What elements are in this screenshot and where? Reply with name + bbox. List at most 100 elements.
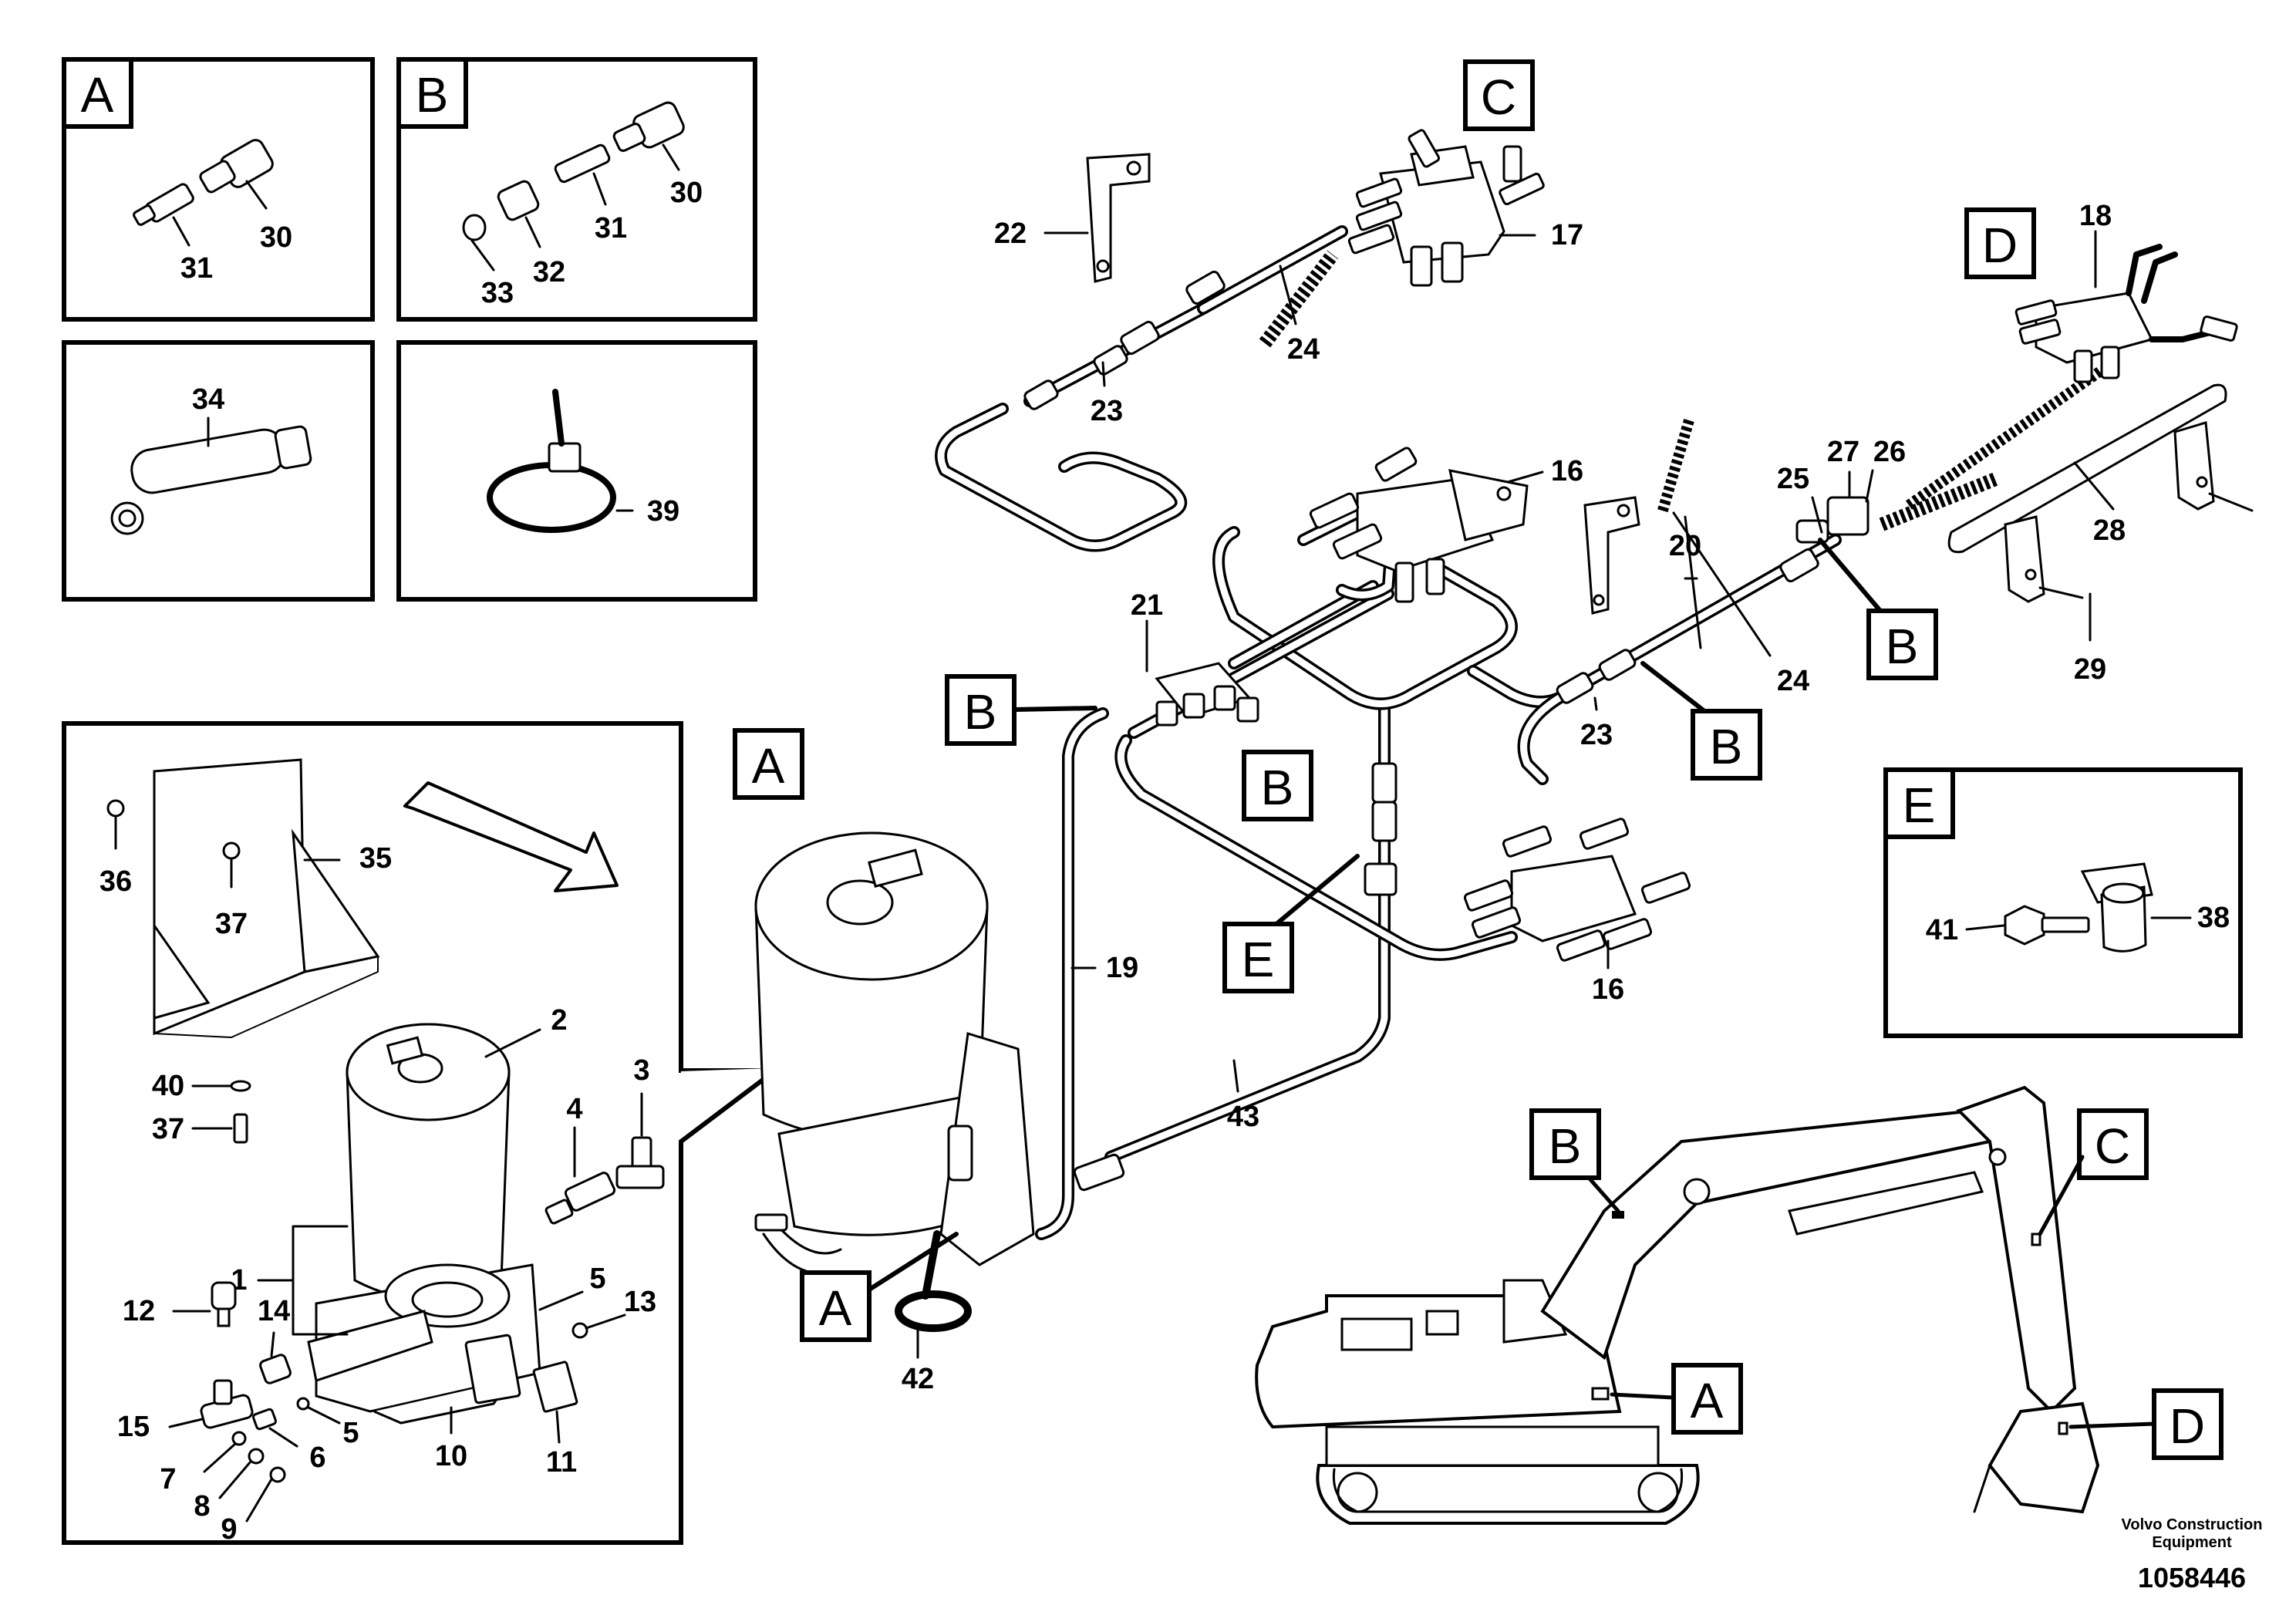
callout-17: 17 <box>1551 219 1583 251</box>
callout-6: 6 <box>309 1442 325 1474</box>
nipple-part-31-b <box>554 143 611 184</box>
callout-11: 11 <box>546 1446 577 1479</box>
drawing-number: 1058446 <box>2138 1562 2246 1593</box>
callout-10: 10 <box>435 1440 467 1472</box>
callout-21: 21 <box>1131 589 1163 622</box>
callout-3: 3 <box>633 1054 649 1087</box>
callout-19: 19 <box>1106 952 1138 984</box>
brackets: 22 28 29 <box>994 153 2254 686</box>
callout-39: 39 <box>647 495 679 528</box>
adapter-part-30-b <box>612 101 685 152</box>
callout-22: 22 <box>994 218 1027 250</box>
callout-31-a: 31 <box>180 252 213 285</box>
tag-b-excavator: B <box>1549 1118 1582 1174</box>
tag-b-left: B <box>964 684 997 740</box>
callout-30-a: 30 <box>260 221 292 254</box>
tag-a-inset: A <box>81 67 114 123</box>
tag-c-excavator: C <box>2095 1118 2130 1174</box>
callout-41: 41 <box>1926 914 1958 946</box>
inset-a: A 31 30 <box>62 57 375 322</box>
pump-exploded-box: 36 37 35 40 37 1 2 <box>62 721 782 1546</box>
tag-e-main: E <box>1242 932 1275 987</box>
callout-24-a: 24 <box>1287 333 1320 366</box>
fitting-part-3 <box>615 1136 665 1189</box>
pump-base-part-10 <box>307 1263 541 1425</box>
tag-a-excavator: A <box>1691 1373 1724 1428</box>
callout-31-b: 31 <box>595 212 627 244</box>
callout-9: 9 <box>221 1513 237 1546</box>
callout-7: 7 <box>160 1463 176 1496</box>
adapter-part-30 <box>199 139 274 194</box>
callout-13: 13 <box>624 1286 656 1318</box>
adapter-part-14 <box>259 1354 292 1384</box>
callout-37-b: 37 <box>152 1113 184 1145</box>
footer: Volvo Construction Equipment 1058446 <box>2122 1516 2263 1593</box>
nut-part-32 <box>497 180 540 221</box>
grease-gun-part-34 <box>110 425 312 535</box>
block-part-16-lower <box>1463 818 1691 962</box>
tag-e-inset: E <box>1903 777 1936 833</box>
callout-5-b: 5 <box>342 1417 359 1449</box>
tag-b-center: B <box>1261 760 1294 815</box>
bracket-part-35 <box>153 758 380 1038</box>
cable-tie-part-39 <box>487 389 616 533</box>
callout-27: 27 <box>1827 436 1859 468</box>
tag-c-block: C <box>1481 69 1516 125</box>
block-part-17 <box>1347 129 1545 287</box>
block-part-21 <box>1155 662 1259 727</box>
callout-4: 4 <box>566 1093 582 1125</box>
block-part-18 <box>2014 244 2238 383</box>
tag-b-inset: B <box>416 67 449 123</box>
callout-23-a: 23 <box>1091 395 1123 427</box>
brand-line-2: Equipment <box>2152 1534 2232 1551</box>
tag-a-bottom: A <box>819 1280 852 1336</box>
callout-30-b: 30 <box>670 177 703 209</box>
callout-14: 14 <box>258 1295 290 1327</box>
callout-42: 42 <box>902 1363 934 1395</box>
pipe-network <box>895 225 2106 1332</box>
callout-33: 33 <box>481 277 514 309</box>
brand-line-1: Volvo Construction <box>2122 1516 2263 1533</box>
inset-e: E 41 38 <box>1883 767 2243 1038</box>
callout-34: 34 <box>192 383 224 416</box>
tag-d-block: D <box>1982 218 2018 273</box>
callout-32: 32 <box>533 256 565 288</box>
clamp-part-38 <box>2080 862 2153 953</box>
tag-d-excavator: D <box>2170 1398 2205 1454</box>
callout-26: 26 <box>1873 436 1906 468</box>
tag-b-lower-right: B <box>1710 719 1743 774</box>
callout-23-b: 23 <box>1580 719 1613 751</box>
tee-part-15 <box>200 1379 254 1429</box>
tag-a-main: A <box>752 738 785 794</box>
callout-35: 35 <box>359 842 392 875</box>
excavator-outline: B C A D <box>1255 1085 2224 1525</box>
bolt-part-41 <box>2004 905 2090 946</box>
main-callouts: 24 23 20 24 23 19 43 42 B B B B E <box>800 265 1938 1395</box>
direction-arrow <box>403 781 619 892</box>
tag-b-upper-right: B <box>1886 619 1919 674</box>
reservoir-part-2 <box>346 1023 511 1301</box>
callout-5-a: 5 <box>589 1263 605 1295</box>
callout-8: 8 <box>194 1490 210 1523</box>
callout-2: 2 <box>551 1004 567 1037</box>
callout-43: 43 <box>1227 1101 1259 1133</box>
distribution-blocks: 17 C 16 16 <box>1131 59 2238 1006</box>
callout-16-b: 16 <box>1592 973 1624 1006</box>
nipple-part-31 <box>133 183 194 226</box>
callout-25: 25 <box>1777 463 1809 495</box>
callout-40: 40 <box>152 1070 184 1102</box>
box-grease-gun: 34 <box>62 340 375 602</box>
box-cable-tie: 39 <box>396 340 757 602</box>
inset-b: B 33 32 31 30 <box>396 57 757 322</box>
callout-29: 29 <box>2074 653 2106 686</box>
callout-36: 36 <box>99 865 132 898</box>
main-pump-assembly: A <box>733 728 1035 1275</box>
grease-nipple-part-12 <box>211 1281 237 1327</box>
callout-37-a: 37 <box>215 908 248 940</box>
callout-38: 38 <box>2197 902 2230 934</box>
seal-part-33 <box>462 214 487 241</box>
callout-12: 12 <box>123 1295 155 1327</box>
callout-18: 18 <box>2079 200 2112 232</box>
callout-28: 28 <box>2093 514 2126 547</box>
